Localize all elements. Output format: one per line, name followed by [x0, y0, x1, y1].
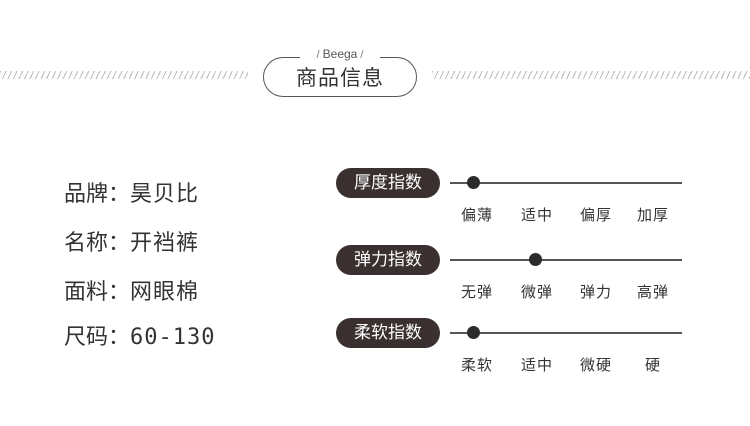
elasticity-index-track	[450, 259, 682, 261]
thickness-option: 偏厚	[579, 206, 612, 224]
elasticity-index-marker	[529, 253, 543, 266]
info-row-brand: 品牌：昊贝比	[64, 176, 199, 208]
info-label: 尺码：	[64, 325, 131, 350]
elasticity-option: 微弹	[520, 283, 553, 301]
info-row-fabric: 面料：网眼棉	[64, 274, 199, 306]
brand-name: Beega	[322, 47, 358, 61]
info-value: 昊贝比	[130, 182, 200, 207]
softness-index-marker	[466, 326, 480, 339]
section-title-pill: 商品信息	[263, 57, 417, 97]
softness-option: 硬	[644, 356, 661, 374]
softness-option: 适中	[520, 356, 553, 374]
info-row-name: 名称：开裆裤	[64, 225, 199, 257]
info-label: 名称：	[64, 231, 131, 256]
info-value: 开裆裤	[130, 231, 200, 256]
header-hatch-left	[0, 71, 248, 79]
thickness-index-marker	[466, 176, 480, 189]
info-value: 网眼棉	[130, 280, 200, 305]
thickness-option: 加厚	[636, 206, 669, 224]
thickness-option: 偏薄	[460, 206, 493, 224]
brand-tag: / Beega /	[300, 44, 380, 64]
thickness-index-track	[450, 182, 682, 184]
elasticity-option: 弹力	[579, 283, 612, 301]
info-label: 面料：	[64, 280, 131, 305]
elasticity-index-label: 弹力指数	[336, 245, 440, 275]
softness-index-track	[450, 332, 682, 334]
section-title: 商品信息	[296, 66, 384, 90]
softness-option: 柔软	[460, 356, 493, 374]
thickness-option: 适中	[520, 206, 553, 224]
elasticity-option: 无弹	[460, 283, 493, 301]
thickness-index-label: 厚度指数	[336, 168, 440, 198]
softness-index-label: 柔软指数	[336, 318, 440, 348]
info-label: 品牌：	[64, 182, 131, 207]
softness-option: 微硬	[579, 356, 612, 374]
header-hatch-right	[432, 71, 750, 79]
elasticity-option: 高弹	[636, 283, 669, 301]
info-value: 60-130	[130, 325, 216, 350]
info-row-size: 尺码：60-130	[64, 319, 216, 351]
